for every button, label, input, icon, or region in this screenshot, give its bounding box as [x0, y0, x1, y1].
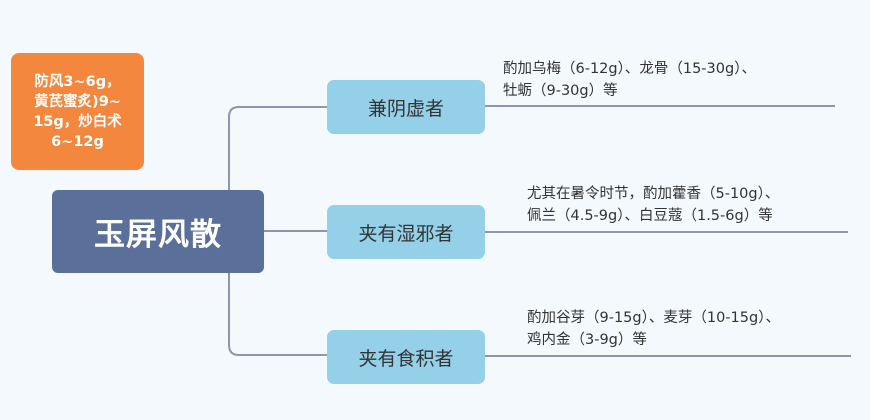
detail-line: 佩兰（4.5-9g）、白豆蔻（1.5-6g）等 [527, 208, 773, 224]
trunk-line [228, 106, 327, 232]
branch-dampness[interactable]: 夹有湿邪者 [327, 205, 485, 259]
dosage-note-line: 黄芪蜜炙)9~ [34, 93, 121, 110]
dosage-note-line: 15g，炒白术 [33, 113, 122, 130]
detail-yin-deficiency: 酌加乌梅（6-12g）、龙骨（15-30g）、 牡蛎（9-30g）等 [503, 58, 756, 102]
dosage-note: 防风3~6g， 黄芪蜜炙)9~ 15g，炒白术 6~12g [11, 53, 144, 170]
trunk-line-lower [228, 231, 327, 356]
dosage-note-line: 防风3~6g， [34, 73, 121, 90]
detail-line: 酌加乌梅（6-12g）、龙骨（15-30g）、 [503, 61, 756, 77]
detail-line: 牡蛎（9-30g）等 [503, 83, 618, 99]
detail-line: 鸡内金（3-9g）等 [527, 332, 647, 348]
detail-line: 酌加谷芽（9-15g）、麦芽（10-15g）、 [527, 310, 780, 326]
dosage-note-line: 6~12g [51, 133, 104, 150]
detail-line: 尤其在暑令时节，酌加藿香（5-10g）、 [527, 186, 780, 202]
branch-yin-deficiency[interactable]: 兼阴虚者 [327, 80, 485, 134]
detail-food-stagnation: 酌加谷芽（9-15g）、麦芽（10-15g）、 鸡内金（3-9g）等 [527, 307, 780, 351]
root-topic[interactable]: 玉屏风散 [52, 190, 264, 273]
detail-dampness: 尤其在暑令时节，酌加藿香（5-10g）、 佩兰（4.5-9g）、白豆蔻（1.5-… [527, 183, 779, 227]
branch-food-stagnation[interactable]: 夹有食积者 [327, 330, 485, 384]
